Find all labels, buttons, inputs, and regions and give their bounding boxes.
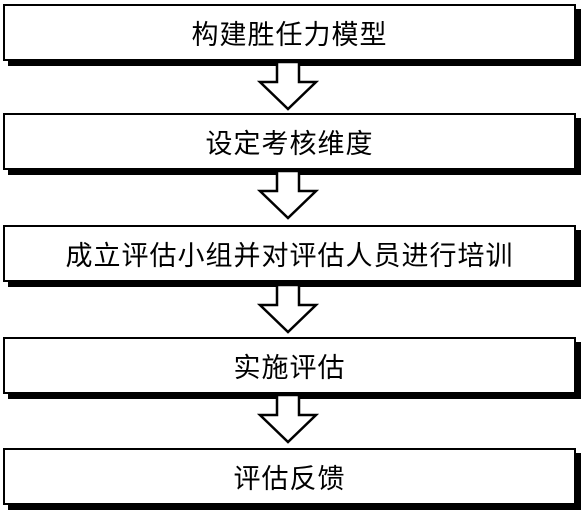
- step-label: 设定考核维度: [205, 129, 374, 160]
- step-label: 实施评估: [233, 353, 346, 384]
- step-box-1: 构建胜任力模型: [3, 4, 576, 61]
- step-box-3: 成立评估小组并对评估人员进行培训: [3, 225, 576, 282]
- step-label: 评估反馈: [233, 464, 346, 495]
- step-label: 构建胜任力模型: [191, 20, 388, 51]
- step-box-5: 评估反馈: [3, 448, 576, 505]
- step-box-4: 实施评估: [3, 337, 576, 394]
- down-arrow-icon: [256, 393, 320, 444]
- down-arrow-icon: [256, 60, 320, 111]
- step-box-2: 设定考核维度: [3, 113, 576, 170]
- step-label: 成立评估小组并对评估人员进行培训: [65, 241, 514, 272]
- down-arrow-icon: [256, 169, 320, 220]
- down-arrow-icon: [256, 283, 320, 334]
